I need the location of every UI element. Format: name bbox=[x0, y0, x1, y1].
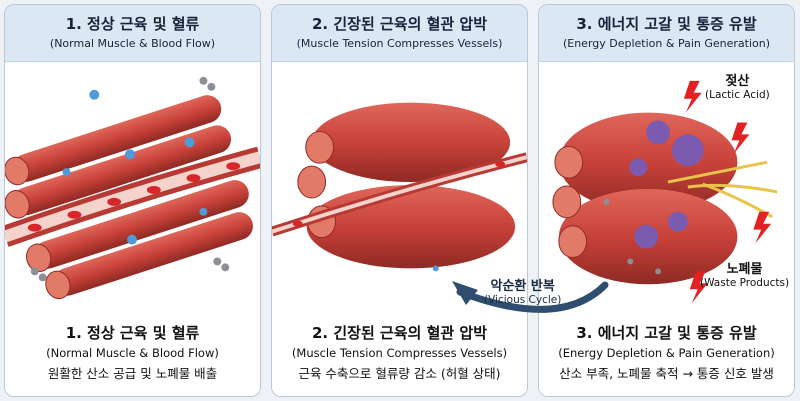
panel-energy-depletion-pain: 3. 에너지 고갈 및 통증 유발 (Energy Depletion & Pa… bbox=[538, 4, 795, 397]
panel-header-title: 2. 긴장된 근육의 혈관 압박 bbox=[311, 15, 488, 33]
panel-header: 3. 에너지 고갈 및 통증 유발 (Energy Depletion & Pa… bbox=[539, 5, 794, 62]
panel-normal-muscle: 1. 정상 근육 및 혈류 (Normal Muscle & Blood Flo… bbox=[4, 4, 261, 397]
muscle-fiber-bundle bbox=[5, 95, 253, 300]
pain-bolt-icons bbox=[683, 80, 772, 304]
panel-header-subtitle: (Energy Depletion & Pain Generation) bbox=[562, 37, 771, 50]
panel-footer-subtitle: (Muscle Tension Compresses Vessels) bbox=[291, 346, 508, 360]
vicious-cycle-title: 악순환 반복 bbox=[490, 279, 555, 294]
panel-footer: 1. 정상 근육 및 혈류 (Normal Muscle & Blood Flo… bbox=[5, 318, 260, 396]
lactic-acid-sublabel: (Lactic Acid) bbox=[705, 89, 770, 101]
vicious-cycle-subtitle: (Vicious Cycle) bbox=[484, 294, 562, 306]
panel-header: 1. 정상 근육 및 혈류 (Normal Muscle & Blood Flo… bbox=[5, 5, 260, 62]
panel-footer-subtitle: (Normal Muscle & Blood Flow) bbox=[46, 346, 219, 360]
panel-footer-title: 3. 에너지 고갈 및 통증 유발 bbox=[576, 324, 757, 342]
panel-header-title: 3. 에너지 고갈 및 통증 유발 bbox=[576, 15, 757, 33]
lactic-acid-callout: 젖산 (Lactic Acid) bbox=[705, 70, 770, 101]
panel-footer-title: 2. 긴장된 근육의 혈관 압박 bbox=[311, 324, 488, 342]
lactic-acid-particles bbox=[629, 120, 704, 249]
panel-footer-subtitle: (Energy Depletion & Pain Generation) bbox=[558, 346, 775, 360]
panel-header-title: 1. 정상 근육 및 혈류 bbox=[65, 15, 200, 33]
panel-header-subtitle: (Muscle Tension Compresses Vessels) bbox=[296, 37, 503, 50]
waste-products-label: 노폐물 bbox=[726, 262, 763, 277]
panel-header-subtitle: (Normal Muscle & Blood Flow) bbox=[49, 37, 216, 50]
panel-footer: 2. 긴장된 근육의 혈관 압박 (Muscle Tension Compres… bbox=[272, 318, 527, 396]
waste-particles bbox=[603, 198, 662, 275]
waste-particles bbox=[30, 76, 230, 282]
pain-muscle-illustration bbox=[552, 80, 778, 304]
oxygen-molecule bbox=[432, 265, 439, 272]
panel-footer-title: 1. 정상 근육 및 혈류 bbox=[65, 324, 200, 342]
panel-tension-compression: 2. 긴장된 근육의 혈관 압박 (Muscle Tension Compres… bbox=[271, 4, 528, 397]
red-blood-cells bbox=[292, 161, 506, 227]
waste-products-callout: 노폐물 (Waste Products) bbox=[700, 258, 789, 289]
panel-footer: 3. 에너지 고갈 및 통증 유발 (Energy Depletion & Pa… bbox=[539, 318, 794, 396]
lactic-acid-label: 젖산 bbox=[725, 74, 750, 89]
panel-footer-description: 근육 수축으로 혈류량 감소 (허혈 상태) bbox=[298, 366, 501, 381]
oxygen-molecules bbox=[62, 89, 208, 245]
panel-header: 2. 긴장된 근육의 혈관 압박 (Muscle Tension Compres… bbox=[272, 5, 527, 62]
panel-footer-description: 산소 부족, 노폐물 축적 → 통증 신호 발생 bbox=[559, 366, 774, 381]
tense-muscle-illustration bbox=[272, 102, 527, 272]
red-blood-cells bbox=[27, 162, 241, 232]
panel-footer-description: 원활한 산소 공급 및 노폐물 배출 bbox=[47, 366, 218, 381]
normal-muscle-illustration bbox=[5, 76, 260, 300]
compressed-blood-vessel bbox=[272, 152, 527, 237]
waste-products-sublabel: (Waste Products) bbox=[700, 277, 790, 289]
vicious-cycle-label: 악순환 반복 (Vicious Cycle) bbox=[484, 275, 561, 306]
